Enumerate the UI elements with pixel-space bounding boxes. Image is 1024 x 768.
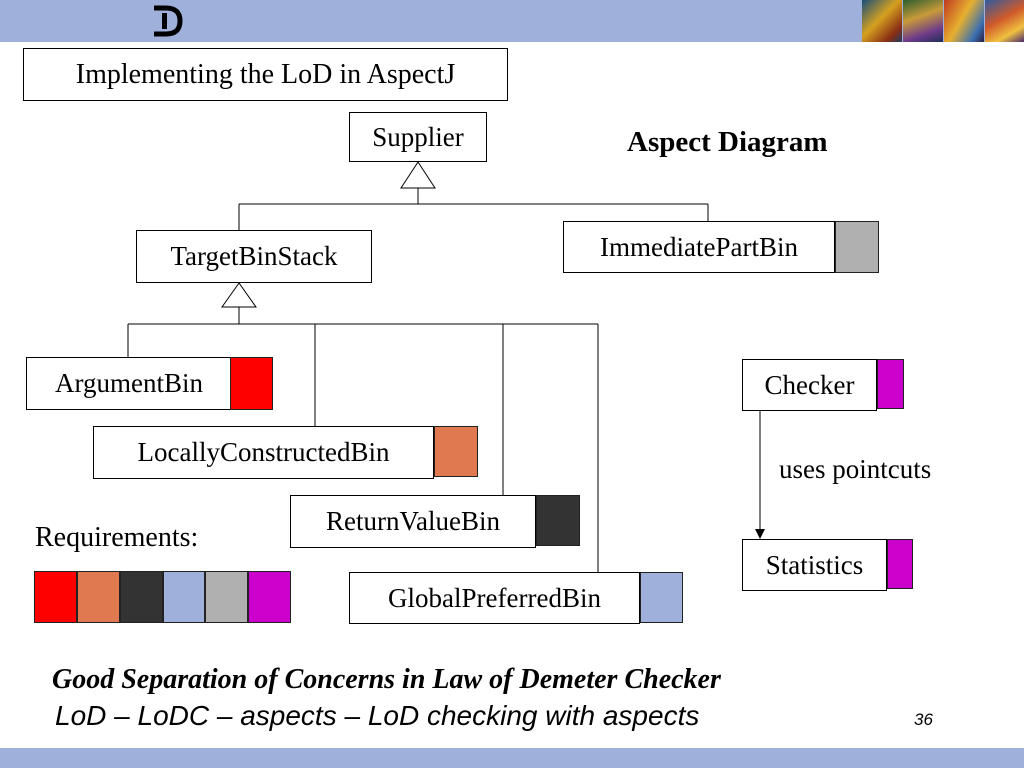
requirement-swatch bbox=[77, 571, 120, 623]
color-swatch-statistics bbox=[887, 539, 913, 589]
class-target-bin-stack: TargetBinStack bbox=[136, 230, 372, 283]
class-return-value-bin: ReturnValueBin bbox=[290, 495, 536, 548]
inheritance-arrow-targetbinstack bbox=[221, 282, 257, 308]
class-checker: Checker bbox=[742, 359, 877, 411]
requirement-swatch bbox=[120, 571, 163, 623]
requirement-swatch bbox=[34, 571, 77, 623]
class-statistics: Statistics bbox=[742, 539, 887, 591]
diagram-heading: Aspect Diagram bbox=[627, 126, 828, 158]
color-swatch-return-value-bin bbox=[536, 495, 580, 546]
color-swatch-argument-bin bbox=[230, 357, 273, 410]
class-supplier: Supplier bbox=[349, 112, 487, 162]
class-immediate-part-bin: ImmediatePartBin bbox=[563, 221, 835, 273]
color-swatch-immediate-part-bin bbox=[835, 221, 879, 273]
inheritance-arrow-supplier bbox=[400, 161, 436, 189]
color-swatch-locally-constructed-bin bbox=[434, 426, 478, 477]
color-swatch-checker bbox=[877, 359, 904, 409]
requirement-swatch bbox=[205, 571, 248, 623]
class-locally-constructed-bin: LocallyConstructedBin bbox=[93, 426, 434, 479]
header-artwork-thumbnails bbox=[862, 0, 1024, 42]
color-swatch-global-preferred-bin bbox=[640, 572, 683, 623]
logo-icon bbox=[154, 5, 183, 37]
footer-title: Good Separation of Concerns in Law of De… bbox=[52, 664, 721, 695]
requirements-label: Requirements: bbox=[35, 522, 199, 553]
class-global-preferred-bin: GlobalPreferredBin bbox=[349, 572, 640, 624]
slide-title: Implementing the LoD in AspectJ bbox=[23, 48, 508, 101]
uses-arrow-head bbox=[755, 529, 765, 539]
class-argument-bin: ArgumentBin bbox=[26, 357, 232, 410]
requirement-swatch bbox=[248, 571, 291, 623]
requirement-swatch bbox=[163, 571, 205, 623]
uses-pointcuts-label: uses pointcuts bbox=[779, 454, 932, 484]
footer-bar bbox=[0, 748, 1024, 768]
requirements-color-strip bbox=[34, 571, 291, 623]
page-number: 36 bbox=[914, 710, 933, 729]
footer-subtitle: LoD – LoDC – aspects – LoD checking with… bbox=[55, 700, 700, 731]
